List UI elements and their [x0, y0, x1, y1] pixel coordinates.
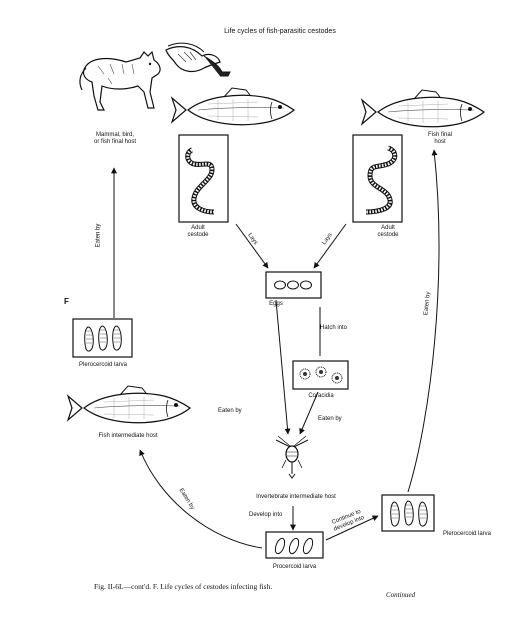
larva-icon [274, 537, 286, 555]
egg-icon [300, 280, 312, 290]
edge-hatch-into: Hatch into [320, 325, 348, 331]
diagram-title: Life cycles of fish-parasitic cestodes [224, 28, 336, 35]
larva-icon [390, 501, 400, 527]
goose-icon [165, 42, 231, 77]
fish-icon [171, 87, 295, 126]
edge-eaten-by-coracidia: Eaten by [318, 416, 342, 422]
invertebrate-intermediate-label: Invertebrate intermediate host [256, 494, 336, 500]
edge-eaten-by-fish: Eaten by [218, 408, 242, 414]
plerocercoid-left-label: Plerocercoid larva [78, 362, 128, 368]
egg-icon [287, 280, 299, 290]
tapeworm-icon [365, 145, 398, 215]
adult-cestode-left-label: Adult cestode [187, 225, 209, 238]
arrows [111, 149, 440, 549]
larva-icon [84, 326, 94, 352]
figure-caption: Fig. II-6L—cont'd. F. Life cycles of ces… [94, 582, 273, 591]
adult-cestode-right-label: Adult cestode [377, 225, 399, 238]
larva-icon [112, 325, 122, 351]
eggs-label: Eggs [269, 301, 283, 307]
adult-cestode-box-left [178, 134, 229, 223]
larva-icon [288, 537, 300, 555]
coracidia-box [292, 360, 349, 390]
procercoid-box [265, 531, 324, 559]
coracidium-icon [299, 368, 311, 380]
coracidia-label: Coracidia [308, 393, 334, 399]
wolf-icon [79, 50, 161, 111]
final-host-left-label: Mammal, bird, or fish final host [93, 132, 137, 145]
fish-icon [361, 89, 485, 128]
plerocercoid-box-right [381, 494, 435, 532]
edge-eaten-by-left: Eaten by [95, 223, 102, 248]
larva-icon [404, 500, 414, 526]
procercoid-label: Procercoid larva [272, 564, 317, 570]
panel-letter: F [64, 297, 69, 306]
fish-final-host-label: Fish final host [427, 132, 452, 145]
plerocercoid-right-label: Plerocercoid larva [442, 531, 492, 537]
adult-cestode-box-right [352, 134, 403, 223]
larva-icon [418, 501, 428, 527]
coracidium-icon [331, 372, 343, 384]
continued-label: Continued [386, 591, 416, 599]
tapeworm-icon [185, 147, 215, 215]
edge-develop-into: Develop into [249, 512, 283, 518]
egg-icon [274, 280, 286, 290]
copepod-icon [275, 435, 309, 479]
larva-icon [302, 537, 314, 555]
larva-icon [98, 325, 108, 351]
eggs-box [265, 271, 322, 299]
fish-intermediate-label: Fish intermediate host [98, 433, 158, 439]
fish-icon [67, 385, 191, 424]
coracidium-icon [315, 366, 327, 378]
plerocercoid-box-left [72, 318, 133, 358]
